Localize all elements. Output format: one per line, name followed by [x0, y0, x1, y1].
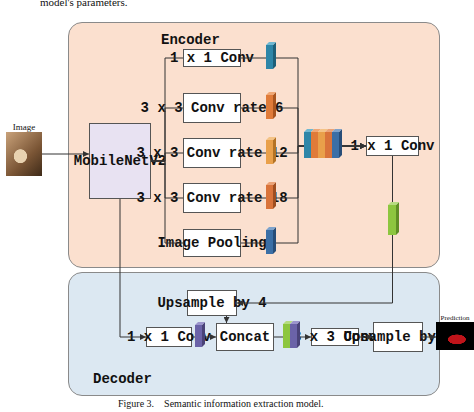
image-label: Prediction	[436, 314, 474, 322]
box-label: 3 x 3 Conv rate 12	[136, 146, 287, 161]
box-label: 1 x 1 Conv	[351, 139, 435, 154]
encoder-band: EncoderMobileNetV2 1 x 1 Conv 3 x 3 Conv r…	[68, 22, 440, 268]
box-label: 3 x 3 Conv rate 18	[136, 191, 287, 206]
conv-box: 1 x 1 Conv	[183, 49, 241, 67]
conv-box: 3 x 3 Conv rate 6	[183, 93, 241, 123]
box-label: Upsample by 4	[157, 296, 266, 311]
decoder-band: DecoderUpsample by 41 x 1 ConvConcat3 x …	[68, 272, 440, 396]
prediction-image: Prediction	[436, 322, 474, 350]
conv-box: 3 x 3 Conv rate 12	[183, 138, 241, 168]
input-image: Image	[6, 132, 42, 176]
pooling-box: Image Pooling	[183, 229, 241, 257]
concat-box: Concat	[216, 323, 274, 351]
conv-box: 3 x 3 Conv rate 18	[183, 183, 241, 213]
text-fragment: model's parameters.	[40, 0, 128, 8]
box-label: 1 x 1 Conv	[170, 51, 254, 66]
figure-caption: Figure 3. Semantic information extractio…	[118, 398, 324, 409]
box-label: 3 x 3 Conv rate 6	[141, 101, 284, 116]
conv-box: 1 x 1 Conv	[146, 327, 192, 347]
box-label: Concat	[220, 330, 270, 345]
box-label: Image Pooling	[157, 236, 266, 251]
conv-box: 1 x 1 Conv	[366, 136, 419, 156]
band-title: Decoder	[93, 371, 152, 387]
upsample-box: Upsample by 4	[187, 290, 237, 316]
backbone-box: MobileNetV2	[89, 123, 151, 199]
image-label: Image	[6, 122, 42, 132]
box-label: 1 x 1 Conv	[127, 330, 211, 345]
upsample-box: Upsample by 4	[373, 322, 423, 352]
band-title: Encoder	[161, 32, 220, 48]
